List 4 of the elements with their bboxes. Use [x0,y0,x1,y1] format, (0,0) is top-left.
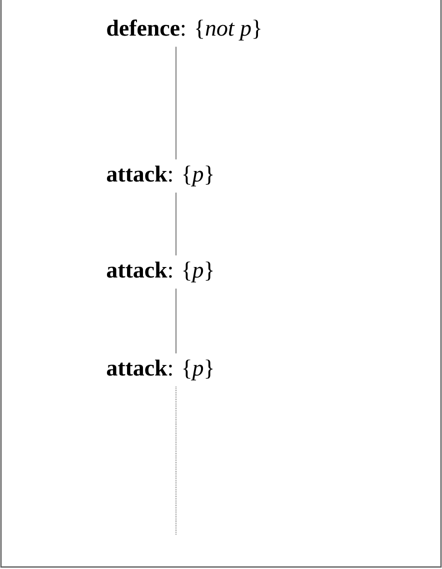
argument-label: attack: {p} [106,262,213,282]
argument-label: attack: {p} [106,360,213,380]
argument-label: attack: {p} [106,166,213,186]
argument-label: defence: {not p} [107,20,260,40]
